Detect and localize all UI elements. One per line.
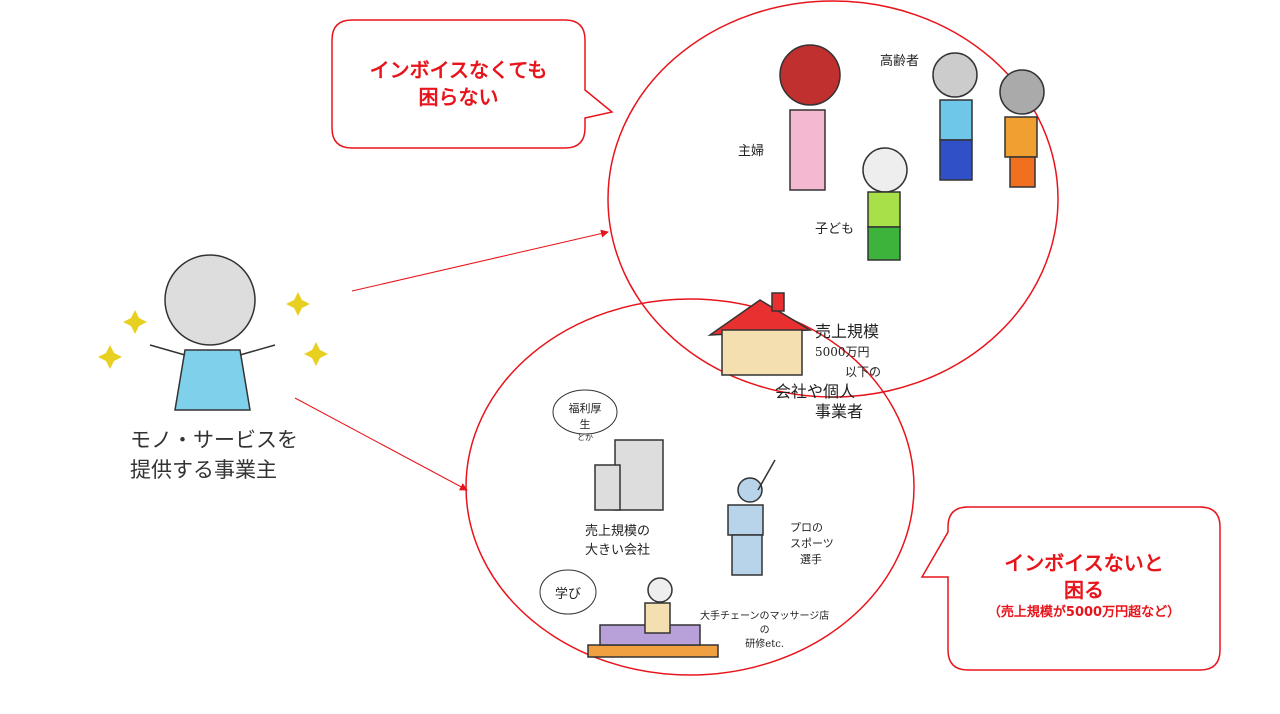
label-athlete: プロの スポーツ 選手 [790, 520, 834, 568]
elderly-illustration [932, 52, 1045, 188]
welfare-line1: 福利厚生 [568, 402, 602, 431]
massage-line1: 大手チェーンのマッサージ店 [700, 611, 830, 622]
label-big-company: 売上規模の 大きい会社 [585, 520, 650, 558]
child-illustration [862, 147, 908, 261]
arrow-to-bottom [294, 397, 468, 491]
athlete-line2: スポーツ [790, 537, 834, 550]
big-company-line2: 大きい会社 [585, 543, 651, 558]
learning-speech [539, 569, 597, 615]
label-learning: 学び [555, 587, 582, 602]
bubble-bottom-note: （売上規模が5000万円超など） [987, 605, 1181, 620]
arrow-to-top [351, 229, 609, 292]
building-illustration [594, 439, 664, 511]
speech-bubble-bottom [920, 506, 1221, 671]
bubble-top-text: インボイスなくても 困らない [332, 57, 585, 111]
circle-no-invoice-needed [607, 0, 1059, 398]
bubble-top-line2: 困らない [418, 85, 499, 109]
house-illustration [707, 292, 813, 376]
label-child: 子ども [815, 222, 855, 237]
provider-caption-line1: モノ・サービスを [130, 428, 298, 452]
bubble-bottom-text: インボイスないと 困る （売上規模が5000万円超など） [948, 550, 1220, 622]
bubble-bottom-line1: インボイスないと [1004, 551, 1164, 575]
massage-line2: の [759, 625, 770, 636]
welfare-line2: とか [577, 433, 593, 442]
speech-bubble-top [331, 19, 614, 149]
athlete-line1: プロの [790, 521, 823, 534]
overlap-line1: 売上規模 [815, 322, 880, 341]
bubble-bottom-line2: 困る [1064, 578, 1104, 602]
massage-illustration [587, 577, 719, 658]
overlap-label: 売上規模 5000万円 以下の 会社や個人 事業者 [775, 322, 882, 422]
provider-caption: モノ・サービスを 提供する事業主 [130, 425, 298, 485]
baseball-player-illustration [727, 459, 776, 576]
bubble-top-line1: インボイスなくても [369, 58, 548, 82]
overlap-line2: 5000万円 [815, 345, 870, 359]
sparkle-icons [98, 292, 328, 369]
label-massage: 大手チェーンのマッサージ店 の 研修etc. [700, 610, 829, 652]
welfare-speech [552, 389, 618, 435]
label-housewife: 主婦 [738, 144, 765, 159]
massage-line3: 研修etc. [745, 639, 785, 650]
overlap-line3: 以下の [845, 365, 882, 379]
athlete-line3: 選手 [800, 553, 822, 566]
housewife-illustration [779, 44, 841, 191]
overlap-line4: 会社や個人 [775, 382, 856, 401]
overlap-line5: 事業者 [815, 402, 864, 421]
label-elderly: 高齢者 [880, 54, 920, 69]
big-company-line1: 売上規模の [585, 524, 651, 539]
label-welfare: 福利厚生 とか [565, 400, 605, 443]
provider-caption-line2: 提供する事業主 [130, 458, 277, 482]
provider-illustration [149, 254, 276, 411]
